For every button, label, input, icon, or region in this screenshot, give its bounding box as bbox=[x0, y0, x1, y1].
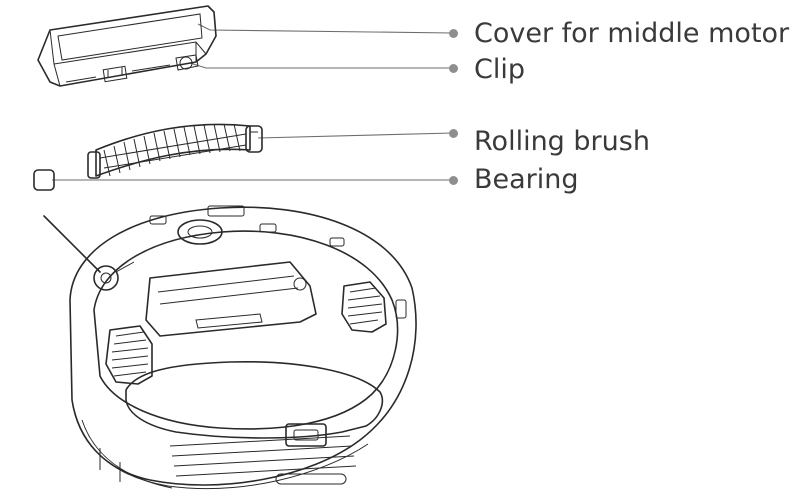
callout-dot-brush bbox=[449, 129, 458, 138]
left-wheel bbox=[105, 325, 153, 385]
cover-part bbox=[37, 5, 217, 87]
robot-vacuum bbox=[43, 205, 417, 490]
callout-dot-clip bbox=[449, 64, 458, 73]
label-bearing: Bearing bbox=[474, 164, 579, 195]
leader-clip bbox=[189, 62, 453, 69]
label-clip: Clip bbox=[474, 54, 525, 85]
label-rolling-brush: Rolling brush bbox=[474, 126, 650, 157]
callout-dot-bearing bbox=[449, 176, 458, 185]
label-cover-for-middle-motor: Cover for middle motor bbox=[474, 18, 790, 49]
callout-dot-cover bbox=[449, 29, 458, 38]
rolling-brush bbox=[87, 123, 263, 179]
leader-cover bbox=[197, 23, 454, 34]
leader-brush bbox=[257, 132, 454, 139]
bearing bbox=[33, 169, 55, 191]
side-brush bbox=[43, 215, 135, 291]
leader-lines bbox=[52, 23, 454, 181]
right-wheel bbox=[341, 281, 387, 333]
